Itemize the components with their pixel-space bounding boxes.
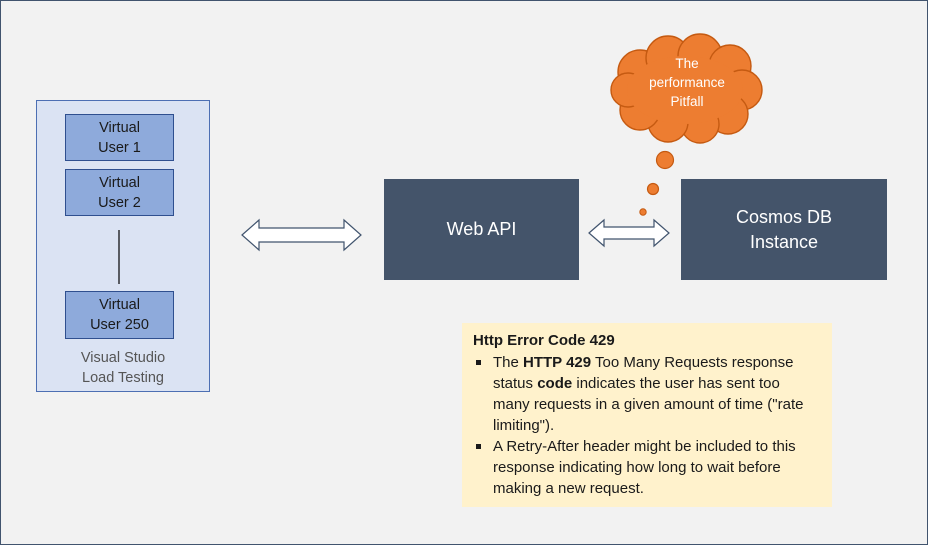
virtual-user-1-line1: Virtual	[99, 119, 140, 136]
cloud-text: The performance Pitfall	[612, 54, 762, 111]
note-bullet-2: A Retry-After header might be included t…	[473, 436, 820, 499]
load-testing-label-line2: Load Testing	[82, 370, 164, 386]
note-bullet-1: The HTTP 429 Too Many Requests response …	[473, 352, 820, 436]
web-api-box: Web API	[384, 179, 579, 280]
web-api-label: Web API	[446, 219, 517, 239]
load-testing-label: Visual Studio Load Testing	[36, 348, 210, 388]
virtual-user-250-line1: Virtual	[99, 297, 140, 313]
note-b1-bold2: code	[537, 375, 573, 392]
cloud-line1: The	[675, 56, 699, 71]
note-b1-pre: The	[493, 354, 524, 371]
note-b1-post: indicates the user has sent too many req…	[493, 375, 804, 434]
cosmos-db-line1: Cosmos DB	[735, 206, 833, 227]
cloud-line3: Pitfall	[670, 94, 704, 109]
cosmos-db-box: Cosmos DB Instance	[681, 179, 887, 280]
virtual-user-250-line2: User 250	[90, 317, 149, 333]
note-title: Http Error Code 429	[473, 332, 615, 349]
virtual-user-250: Virtual User 250	[65, 291, 174, 339]
note-b1-mid: Too Many Requests response status	[493, 354, 794, 392]
load-testing-label-line1: Visual Studio	[80, 350, 166, 366]
note-bullet-list: The HTTP 429 Too Many Requests response …	[473, 352, 820, 499]
cloud-line2: performance	[649, 75, 725, 90]
virtual-user-1-line2: User 1	[98, 139, 141, 156]
note-b1-bold1: HTTP 429	[523, 354, 592, 371]
virtual-user-2-line2: User 2	[98, 194, 141, 211]
cosmos-db-line2: Instance	[749, 231, 819, 252]
virtual-user-2-line1: Virtual	[99, 174, 140, 191]
http-429-note: Http Error Code 429 The HTTP 429 Too Man…	[462, 323, 832, 507]
virtual-user-1: Virtual User 1	[65, 114, 174, 161]
virtual-user-2: Virtual User 2	[65, 169, 174, 216]
